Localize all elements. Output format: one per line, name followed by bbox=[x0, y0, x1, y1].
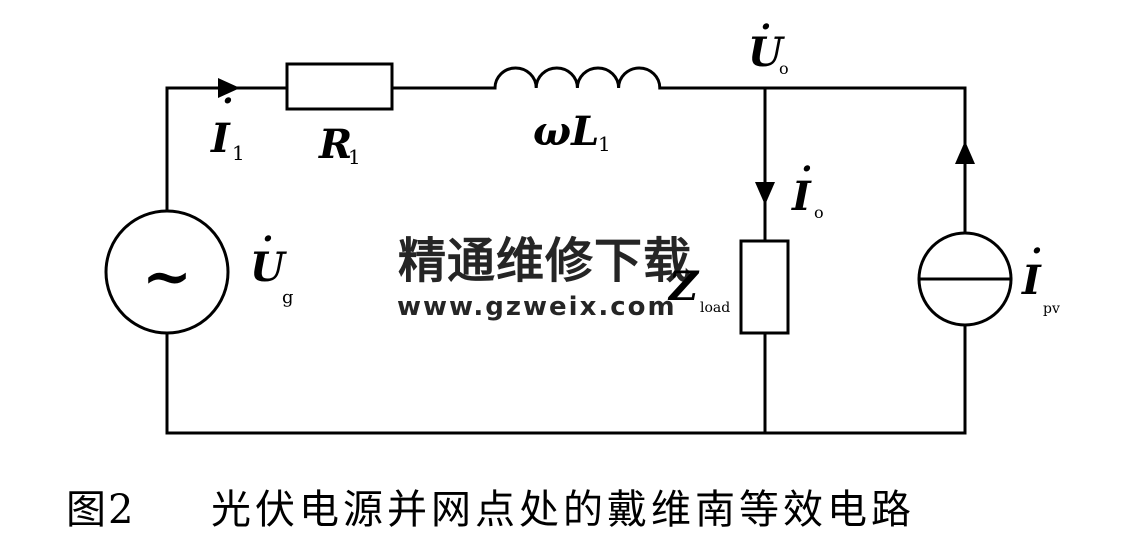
label-io-dot: · bbox=[801, 149, 813, 189]
label-r1-main: R bbox=[318, 121, 352, 168]
label-ug-sub: g bbox=[282, 287, 294, 308]
resistor-r1 bbox=[285, 62, 394, 111]
label-r1-sub: 1 bbox=[348, 145, 361, 169]
label-ug-main: U bbox=[250, 244, 287, 291]
caption-title: 光伏电源并网点处的戴维南等效电路 bbox=[211, 487, 915, 533]
label-ug: · U g bbox=[250, 219, 294, 308]
label-ipv-main: I bbox=[1021, 257, 1042, 304]
arrow-up-ipv-icon bbox=[955, 141, 975, 164]
label-i1-sub: 1 bbox=[232, 141, 245, 165]
source-tilde-icon: ~ bbox=[142, 242, 192, 312]
label-ipv: · I pv bbox=[1021, 231, 1060, 317]
watermark-url: www.gzweix.com bbox=[397, 292, 677, 322]
label-zload: Z load bbox=[667, 263, 730, 316]
arrow-right-i1-icon bbox=[218, 78, 240, 98]
voltage-source-circle bbox=[104, 209, 230, 335]
current-arrows bbox=[218, 78, 975, 205]
label-io-sub: o bbox=[814, 203, 824, 222]
label-i1-main: I bbox=[210, 115, 231, 162]
inductor-l1 bbox=[493, 66, 662, 90]
arrow-down-io-icon bbox=[755, 182, 775, 205]
label-zload-main: Z bbox=[667, 263, 700, 310]
label-uo-main: U bbox=[748, 29, 785, 76]
label-wl1-sub: 1 bbox=[598, 132, 611, 156]
label-uo-dot: · bbox=[760, 7, 772, 47]
label-ug-dot: · bbox=[262, 219, 274, 259]
caption-figure-number: 图2 bbox=[66, 487, 135, 533]
label-i1: · I 1 bbox=[210, 81, 245, 165]
label-ipv-sub: pv bbox=[1043, 301, 1060, 317]
watermark: 精通维修下载 www.gzweix.com bbox=[397, 233, 692, 322]
watermark-text: 精通维修下载 bbox=[398, 233, 692, 289]
label-i1-dot: · bbox=[222, 81, 234, 121]
load-impedance bbox=[739, 239, 790, 335]
label-wl1: ωL 1 bbox=[533, 108, 611, 156]
component-labels: · I 1 R 1 ωL 1 · U o · I o · U g bbox=[210, 7, 1060, 317]
label-io: · I o bbox=[791, 149, 824, 222]
label-r1: R 1 bbox=[318, 121, 361, 169]
label-wl1-main: ωL bbox=[533, 108, 599, 155]
label-io-main: I bbox=[791, 173, 812, 220]
label-zload-sub: load bbox=[700, 300, 730, 316]
label-uo-sub: o bbox=[779, 59, 789, 78]
label-ipv-dot: · bbox=[1031, 231, 1043, 271]
label-uo: · U o bbox=[748, 7, 789, 78]
figure-caption: 图2 光伏电源并网点处的戴维南等效电路 bbox=[66, 487, 915, 533]
